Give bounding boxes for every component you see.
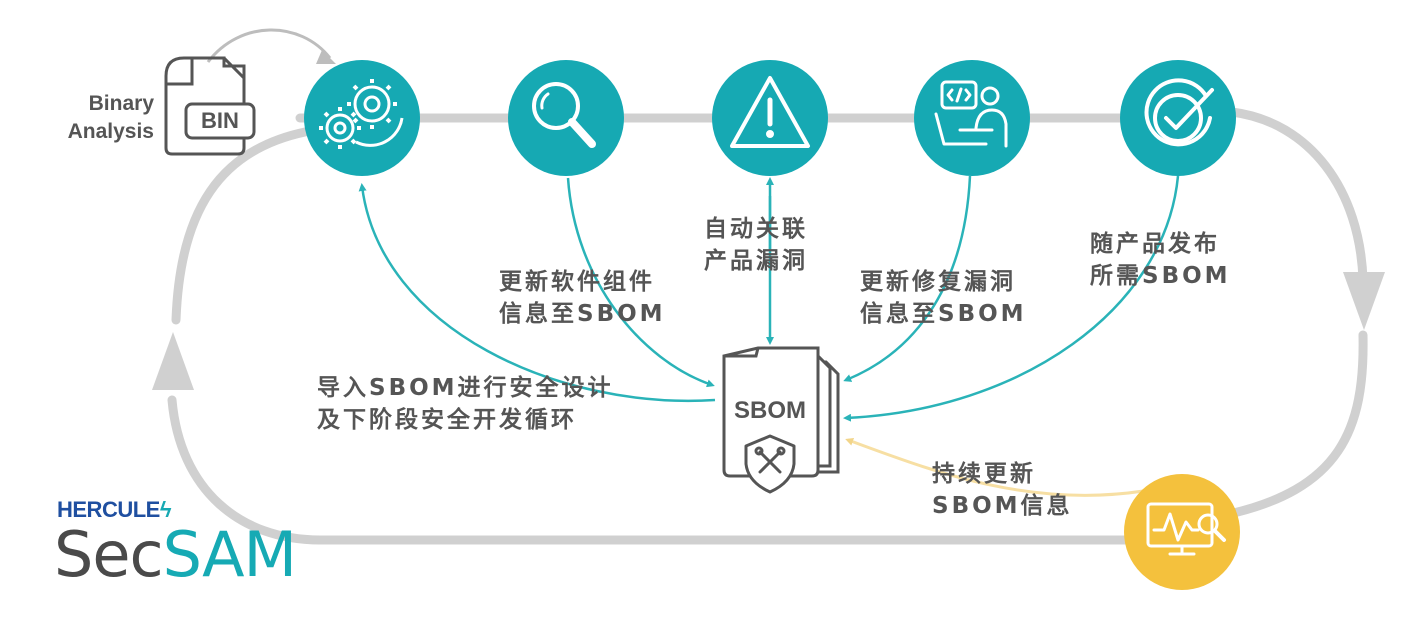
label-import-sbom-line2: 及下阶段安全开发循环	[317, 407, 577, 433]
bin-file-tag: BIN	[201, 108, 239, 133]
arrow-from-developer	[843, 175, 972, 382]
brand-main-right: SAM	[162, 518, 297, 591]
step-monitor	[1124, 474, 1240, 590]
brand-hercules-logo: HERCULEϟ	[57, 497, 172, 523]
binary-analysis-line2: Analysis	[67, 120, 154, 143]
label-continuous-update-line1: 持续更新	[932, 461, 1036, 487]
arrow-from-magnifier	[566, 177, 715, 388]
track-right-upper	[1227, 107, 1368, 285]
label-release-sbom-line1: 随产品发布	[1090, 231, 1220, 257]
monitor-analytics-icon	[1146, 502, 1226, 556]
step-gears	[304, 60, 420, 176]
label-auto-correlate-line2: 产品漏洞	[704, 248, 808, 274]
bolt-icon: ϟ	[159, 497, 172, 522]
label-update-components: 更新软件组件 信息至SBOM	[499, 266, 666, 330]
developer-icon	[934, 80, 1008, 148]
step-developer	[914, 60, 1030, 176]
gears-icon	[319, 79, 404, 149]
brand-secsam-logo: SecSAM	[54, 522, 297, 588]
arrow-to-gears	[358, 183, 716, 403]
label-continuous-update: 持续更新 SBOM信息	[932, 458, 1073, 522]
brand-top-text: HERCULE	[57, 497, 160, 522]
input-arc-arrowhead	[316, 50, 336, 64]
arrow-from-monitor	[845, 437, 1151, 497]
track-arrowhead-left	[152, 332, 194, 390]
brand-main-left: Sec	[54, 518, 164, 591]
label-update-fixes-line2: 信息至SBOM	[860, 301, 1027, 327]
flow-arrows	[358, 175, 1180, 422]
track-right-lower	[1220, 330, 1368, 520]
label-auto-correlate: 自动关联 产品漏洞	[704, 213, 808, 277]
sbom-document-stack: SBOM	[722, 346, 840, 494]
shield-tools-icon	[744, 434, 796, 494]
sbom-doc-label: SBOM	[734, 397, 806, 424]
bin-file-icon: BIN	[164, 56, 256, 156]
binary-analysis-line1: Binary	[88, 92, 154, 115]
label-import-sbom: 导入SBOM进行安全设计 及下阶段安全开发循环	[317, 372, 614, 436]
label-release-sbom-line2: 所需SBOM	[1090, 263, 1231, 289]
arrow-from-checkmark	[843, 175, 1180, 422]
magnifier-icon	[532, 82, 596, 148]
label-import-sbom-line1: 导入SBOM进行安全设计	[317, 375, 614, 401]
label-update-components-line2: 信息至SBOM	[499, 301, 666, 327]
label-release-sbom: 随产品发布 所需SBOM	[1090, 228, 1231, 292]
label-update-fixes: 更新修复漏洞 信息至SBOM	[860, 266, 1027, 330]
track-bottom	[167, 395, 1140, 545]
step-warning	[712, 60, 828, 176]
input-arc	[206, 28, 332, 63]
step-checkmark	[1120, 60, 1236, 176]
label-update-components-line1: 更新软件组件	[499, 269, 655, 295]
checkmark-icon	[1144, 78, 1214, 147]
track-arrowhead-right	[1343, 272, 1385, 330]
label-update-fixes-line1: 更新修复漏洞	[860, 269, 1016, 295]
label-auto-correlate-line1: 自动关联	[704, 216, 808, 242]
step-magnifier	[508, 60, 624, 176]
track-left-upper	[171, 127, 310, 325]
label-continuous-update-line2: SBOM信息	[932, 493, 1073, 519]
warning-icon	[730, 76, 810, 148]
binary-analysis-label: Binary Analysis	[60, 90, 154, 146]
